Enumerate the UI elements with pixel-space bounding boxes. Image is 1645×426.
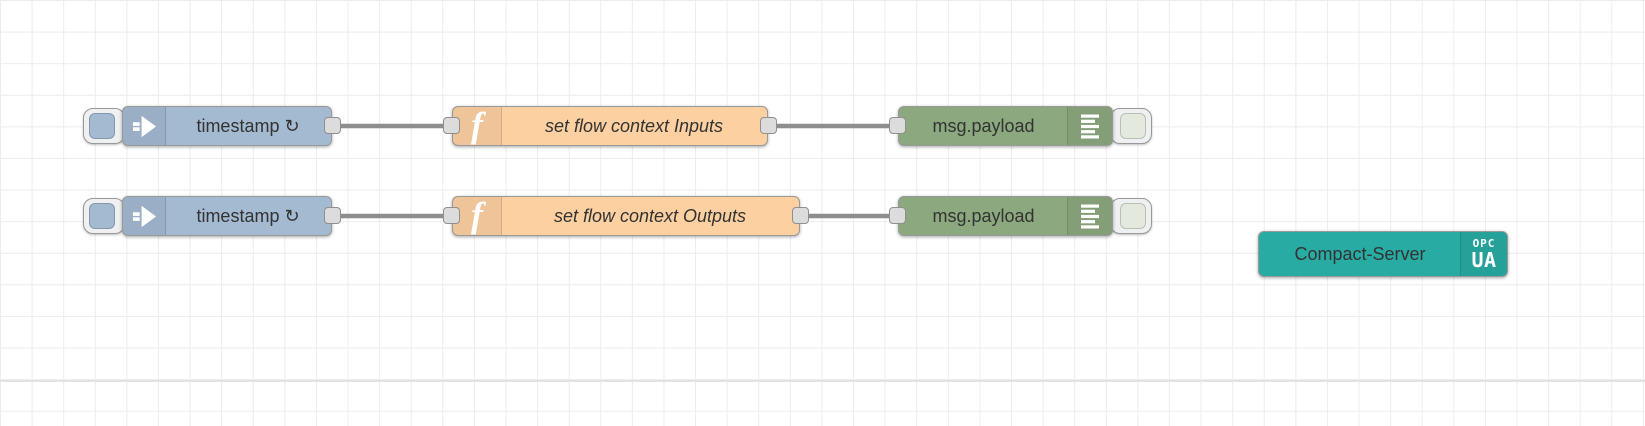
inject-button[interactable] — [83, 108, 125, 144]
node-icon-region — [123, 197, 166, 235]
node-icon-region: f — [453, 197, 502, 235]
node-function-outputs[interactable]: f set flow context Outputs — [443, 196, 809, 236]
output-port[interactable] — [324, 117, 341, 134]
debug-list-icon — [1081, 204, 1099, 228]
function-f-icon: f — [471, 197, 483, 235]
input-port[interactable] — [889, 207, 906, 224]
node-label-function-outputs: set flow context Outputs — [553, 205, 747, 226]
debug-toggle-button[interactable] — [1110, 198, 1152, 234]
inject-button[interactable] — [83, 198, 125, 234]
inject-button-inner — [89, 113, 115, 139]
output-port[interactable] — [792, 207, 809, 224]
node-inject-2[interactable]: timestamp ↻ — [122, 196, 341, 236]
node-icon-region — [123, 107, 166, 145]
grid-major-line — [0, 380, 1645, 382]
node-label-compact-server: Compact-Server — [1294, 243, 1426, 264]
debug-toggle-button[interactable] — [1110, 108, 1152, 144]
input-port[interactable] — [889, 117, 906, 134]
node-label-function-inputs: set flow context Inputs — [544, 115, 724, 136]
output-port[interactable] — [324, 207, 341, 224]
node-label-inject-1: timestamp ↻ — [196, 115, 300, 136]
opcua-badge-bottom: UA — [1471, 248, 1497, 272]
node-debug-2[interactable]: msg.payload — [889, 196, 1113, 236]
node-icon-region — [1067, 197, 1112, 235]
node-label-inject-2: timestamp ↻ — [196, 205, 300, 226]
node-debug-1[interactable]: msg.payload — [889, 106, 1113, 146]
node-label-debug-1: msg.payload — [932, 115, 1035, 136]
debug-list-icon — [1081, 114, 1099, 138]
output-port[interactable] — [760, 117, 777, 134]
debug-toggle-inner — [1120, 203, 1146, 229]
inject-arrow-icon — [132, 205, 156, 227]
node-inject-1[interactable]: timestamp ↻ — [122, 106, 341, 146]
inject-button-inner — [89, 203, 115, 229]
node-label-debug-2: msg.payload — [932, 205, 1035, 226]
node-function-inputs[interactable]: f set flow context Inputs — [443, 106, 777, 146]
input-port[interactable] — [443, 117, 460, 134]
inject-arrow-icon — [132, 115, 156, 137]
input-port[interactable] — [443, 207, 460, 224]
node-icon-region: f — [453, 107, 502, 145]
function-f-icon: f — [471, 107, 483, 145]
node-icon-region — [1067, 107, 1112, 145]
opcua-badge-top: OPC — [1472, 237, 1496, 250]
debug-toggle-inner — [1120, 113, 1146, 139]
